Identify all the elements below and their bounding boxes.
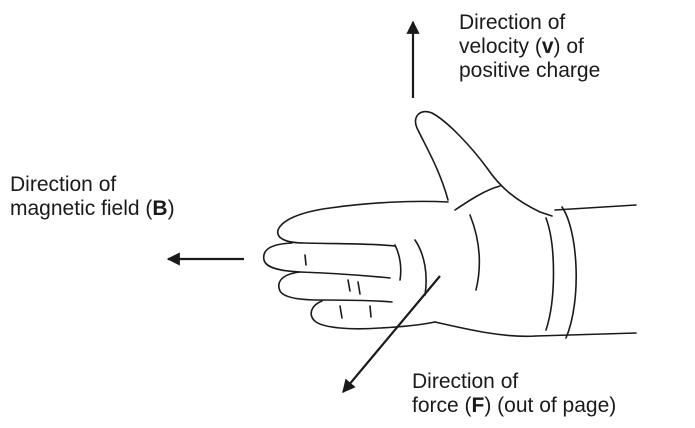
- field-label-text: magnetic field (: [10, 197, 152, 220]
- velocity-direction-label: Direction of velocity (v) of positive ch…: [459, 11, 600, 83]
- velocity-symbol: v: [542, 35, 554, 58]
- field-label-line1: Direction of: [10, 173, 175, 197]
- velocity-label-line2: velocity (v) of: [459, 35, 600, 59]
- hand-illustration: [264, 112, 636, 338]
- force-symbol: F: [472, 394, 485, 417]
- velocity-label-text: velocity (: [459, 35, 542, 58]
- force-label-line1: Direction of: [412, 370, 616, 394]
- magnetic-field-direction-label: Direction of magnetic field (B): [10, 173, 175, 221]
- force-label-text-end: ) (out of page): [484, 394, 616, 417]
- field-symbol: B: [152, 197, 167, 220]
- velocity-label-line3: positive charge: [459, 59, 600, 83]
- force-label-text: force (: [412, 394, 472, 417]
- field-label-line2: magnetic field (B): [10, 197, 175, 221]
- force-label-line2: force (F) (out of page): [412, 394, 616, 418]
- velocity-label-text-end: ) of: [554, 35, 584, 58]
- velocity-label-line1: Direction of: [459, 11, 600, 35]
- force-direction-label: Direction of force (F) (out of page): [412, 370, 616, 418]
- field-label-text-end: ): [168, 197, 175, 220]
